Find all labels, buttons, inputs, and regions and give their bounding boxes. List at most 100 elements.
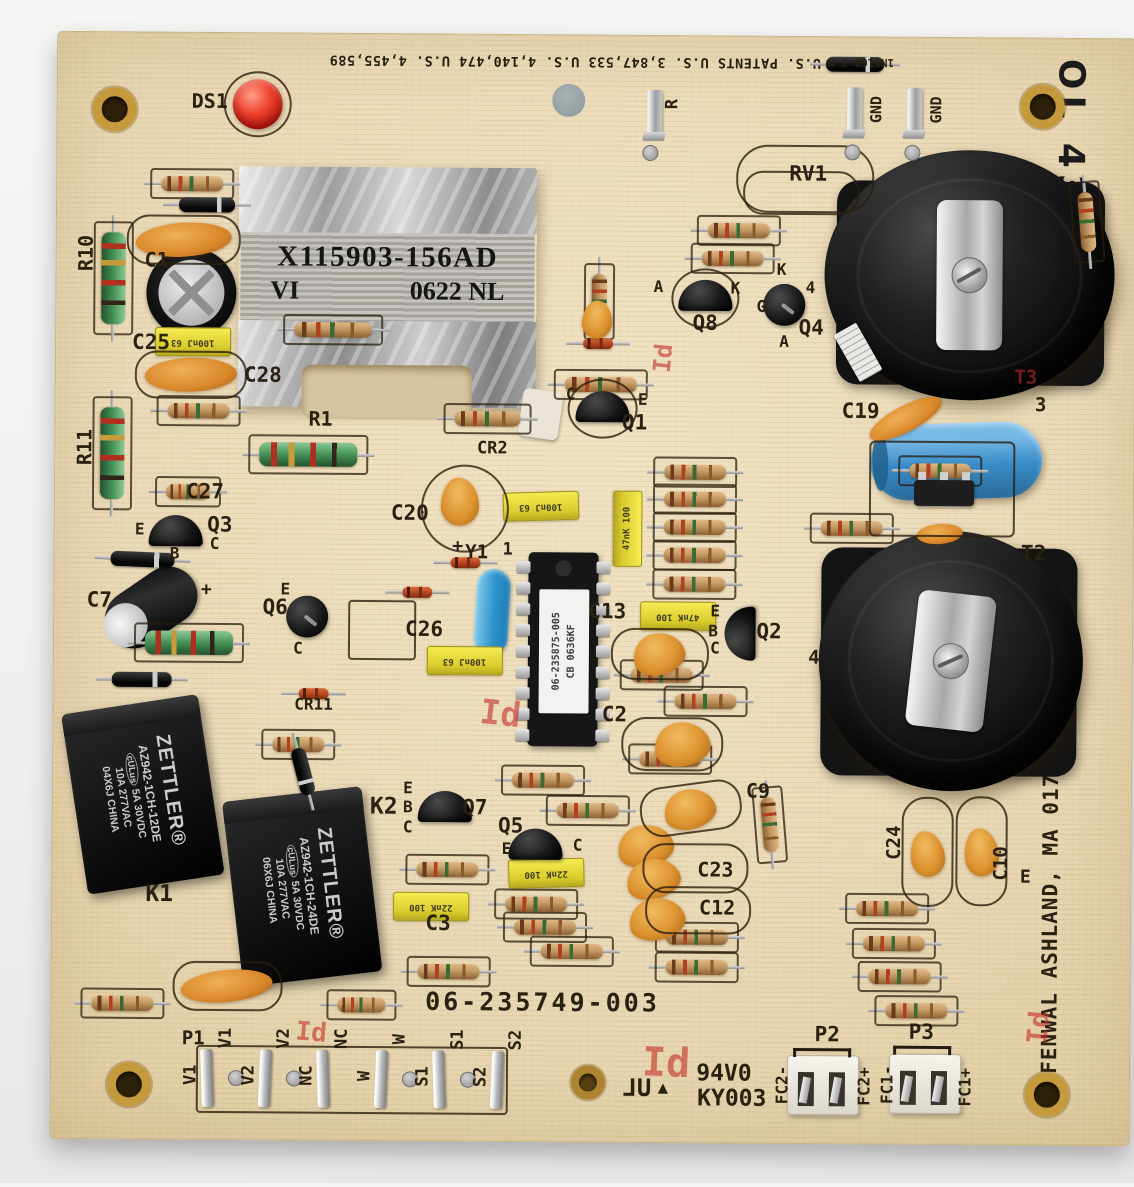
silkscreen-label: NC [334, 1029, 351, 1050]
silkscreen-label: S1 [414, 1066, 431, 1087]
ic-pin [516, 666, 530, 678]
silkscreen-label: V1 [182, 1064, 199, 1085]
ic-pin [516, 624, 530, 636]
ic-pin [516, 561, 530, 573]
relay-k1: ZETTLER® AZ942-1CH-12DE cULus5A 30VDC 10… [61, 694, 225, 895]
resistor [708, 223, 770, 238]
silkscreen-label: E [502, 841, 512, 857]
transformer-rev: VI [270, 275, 299, 305]
ic-pin [596, 667, 610, 679]
resistor [664, 520, 726, 535]
silkscreen-label: C13 [588, 601, 626, 622]
silkscreen-label: B [170, 546, 180, 562]
ink-stamp: Id [478, 692, 523, 736]
silkscreen-label: C27 [186, 481, 224, 502]
resistor [760, 797, 779, 853]
silkscreen-label: E [403, 780, 413, 796]
silkscreen-label: 1N5160 3 M [828, 57, 894, 68]
resistor [583, 338, 613, 349]
silkscreen-label: Q4 [798, 318, 823, 339]
ic-pin [596, 625, 610, 637]
silkscreen-label: C23 [697, 859, 733, 879]
mounting-hole [1025, 1073, 1069, 1117]
ink-stamp: Id [1020, 1009, 1056, 1046]
silkscreen-label: B [403, 799, 413, 815]
transformer-part-number: X115903-156AD [241, 240, 535, 275]
silkscreen-label: K [731, 281, 741, 297]
silkscreen-outline [135, 350, 247, 399]
silkscreen-label: S2 [472, 1067, 489, 1088]
patent-text: U.S. PATENTS U.S. 3,847,533 U.S. 4,140,4… [329, 52, 821, 71]
resistor [505, 896, 567, 911]
ic-pin [596, 688, 610, 700]
silkscreen-label: Q8 [692, 313, 717, 334]
flame-rating: 94V0 [696, 1060, 752, 1086]
film-capacitor-yellow: 22nK 100 [508, 858, 585, 889]
silkscreen-label: K [777, 262, 787, 278]
silkscreen-label: E [1020, 869, 1031, 887]
resistor [1077, 192, 1097, 253]
transformer-top-plate [239, 166, 537, 234]
silkscreen-label: K2 [370, 796, 398, 819]
resistor [514, 920, 576, 935]
connector-pin [258, 1049, 272, 1107]
silkscreen-label: 4 [806, 280, 816, 296]
silkscreen-label: GND [929, 96, 944, 123]
silkscreen-label: C7 [87, 590, 112, 611]
silkscreen-label: C1 [145, 249, 169, 269]
silkscreen-label: W [392, 1034, 409, 1044]
ic-pin [595, 730, 609, 742]
pin-label: FC2- [772, 1066, 791, 1105]
screw-icon [951, 257, 987, 293]
film-capacitor-yellow: 47nK 100 [640, 601, 716, 631]
resistor [161, 176, 223, 191]
silkscreen-label: C20 [391, 503, 429, 524]
silkscreen-label: CR11 [294, 696, 333, 712]
solder-pad [642, 145, 658, 161]
silkscreen-label: Q7 [462, 797, 487, 818]
resistor [100, 407, 125, 499]
resistor [557, 803, 619, 818]
terminal-clip [907, 88, 922, 134]
resistor [863, 936, 925, 951]
silkscreen-label: V2 [240, 1065, 257, 1086]
resistor [512, 773, 574, 788]
silkscreen-label: C9 [746, 781, 770, 801]
silkscreen-outline [421, 464, 510, 553]
silkscreen-label: K1 [145, 883, 173, 906]
silkscreen-label: A [654, 279, 664, 295]
mounting-hole [107, 1062, 151, 1106]
resistor [259, 442, 357, 467]
silkscreen-label: R [664, 99, 681, 109]
silkscreen-label: C25 [132, 332, 170, 353]
solder-pad [844, 144, 860, 160]
silkscreen-label: Q1 [622, 412, 647, 433]
silkscreen-label: Q6 [263, 597, 288, 618]
silkscreen-bracket [893, 1046, 951, 1049]
silkscreen-label: C3 [425, 913, 450, 934]
resistor [145, 630, 233, 655]
ul-file-number: KY003 [697, 1085, 766, 1111]
ic-label: 06-235875-005 CB 0636KF [538, 589, 589, 713]
ink-stamp: Id [641, 1039, 691, 1087]
connector-pin [316, 1050, 330, 1108]
terminal-clip [847, 87, 862, 133]
resistor [702, 251, 764, 266]
silkscreen-label: G [756, 299, 766, 315]
silkscreen-label: E [135, 521, 145, 537]
silkscreen-outline [224, 71, 292, 137]
silkscreen-label: R11 [74, 429, 94, 465]
silkscreen-label: C2 [602, 704, 627, 725]
silkscreen-label: Y1 [465, 543, 488, 562]
connector-p3 [889, 1054, 961, 1115]
resistor [91, 996, 153, 1011]
silkscreen-label: C [710, 640, 720, 656]
resistor [675, 694, 737, 709]
connector-pin [490, 1051, 504, 1109]
silkscreen-label: 3 [1035, 396, 1047, 415]
silkscreen-label: R10 [76, 235, 96, 271]
silkscreen-label: C28 [244, 365, 282, 386]
resistor [101, 232, 126, 324]
silkscreen-label: 1 [502, 541, 512, 558]
